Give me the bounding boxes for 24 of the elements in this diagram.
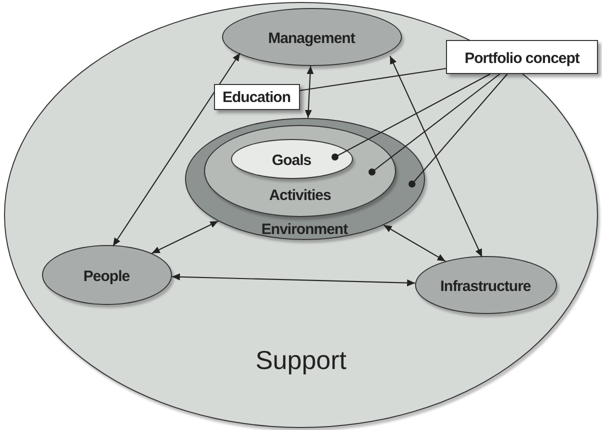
oval-shape	[184, 118, 424, 240]
node-label: Portfolio concept	[464, 49, 580, 68]
node-label: Environment	[261, 220, 348, 238]
label-box	[214, 84, 300, 110]
node-label: Education	[222, 88, 290, 106]
leader-line	[408, 74, 508, 188]
node-label: Activities	[269, 186, 331, 205]
leader-line	[332, 74, 490, 160]
node-label: Infrastructure	[440, 276, 531, 296]
double-arrow	[172, 273, 416, 286]
leader-line	[300, 68, 446, 92]
node-label: Goals	[272, 150, 312, 170]
node-label: Management	[268, 28, 355, 48]
node-label: People	[83, 266, 130, 286]
double-arrow	[112, 52, 240, 246]
node-label: Support	[255, 345, 347, 375]
double-arrow	[390, 56, 482, 258]
oval-shape	[204, 125, 396, 217]
oval-shape	[42, 244, 172, 304]
leader-line	[368, 74, 500, 176]
double-arrow	[383, 224, 446, 262]
oval-shape	[230, 138, 352, 178]
double-arrow	[304, 66, 314, 118]
double-arrow	[152, 220, 218, 254]
